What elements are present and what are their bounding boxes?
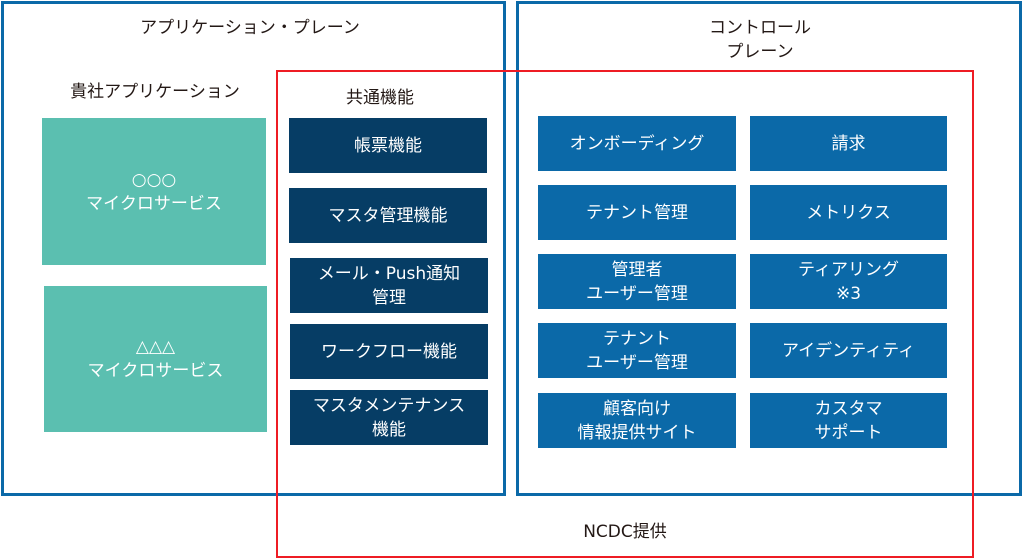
control-plane-title: コントロール プレーン xyxy=(709,18,811,62)
control-function-box: ティアリング ※3 xyxy=(750,254,947,309)
control-function-box: カスタマ サポート xyxy=(750,393,947,448)
control-function-box: 管理者 ユーザー管理 xyxy=(538,254,736,309)
control-function-box: オンボーディング xyxy=(538,116,736,171)
application-plane-frame xyxy=(1,1,506,496)
common-function-box: 帳票機能 xyxy=(289,118,487,173)
common-function-box: メール・Push通知 管理 xyxy=(290,258,488,313)
control-function-box: メトリクス xyxy=(750,185,947,240)
your-app-title: 貴社アプリケーション xyxy=(70,82,240,102)
common-function-box: マスタ管理機能 xyxy=(289,188,487,243)
common-function-box: ワークフロー機能 xyxy=(290,324,488,379)
microservice-box: △△△ マイクロサービス xyxy=(44,286,267,432)
ncdc-provided-frame xyxy=(276,70,974,558)
common-functions-title: 共通機能 xyxy=(346,88,414,108)
microservice-box: ○○○ マイクロサービス xyxy=(42,118,266,265)
control-function-box: テナント ユーザー管理 xyxy=(538,323,736,378)
control-function-box: アイデンティティ xyxy=(750,323,947,378)
control-function-box: 顧客向け 情報提供サイト xyxy=(538,393,736,448)
control-function-box: 請求 xyxy=(750,116,947,171)
control-function-box: テナント管理 xyxy=(538,185,736,240)
common-function-box: マスタメンテナンス 機能 xyxy=(290,390,488,445)
application-plane-title: アプリケーション・プレーン xyxy=(140,18,360,38)
control-plane-frame xyxy=(516,1,1022,496)
ncdc-label: NCDC提供 xyxy=(583,522,667,542)
